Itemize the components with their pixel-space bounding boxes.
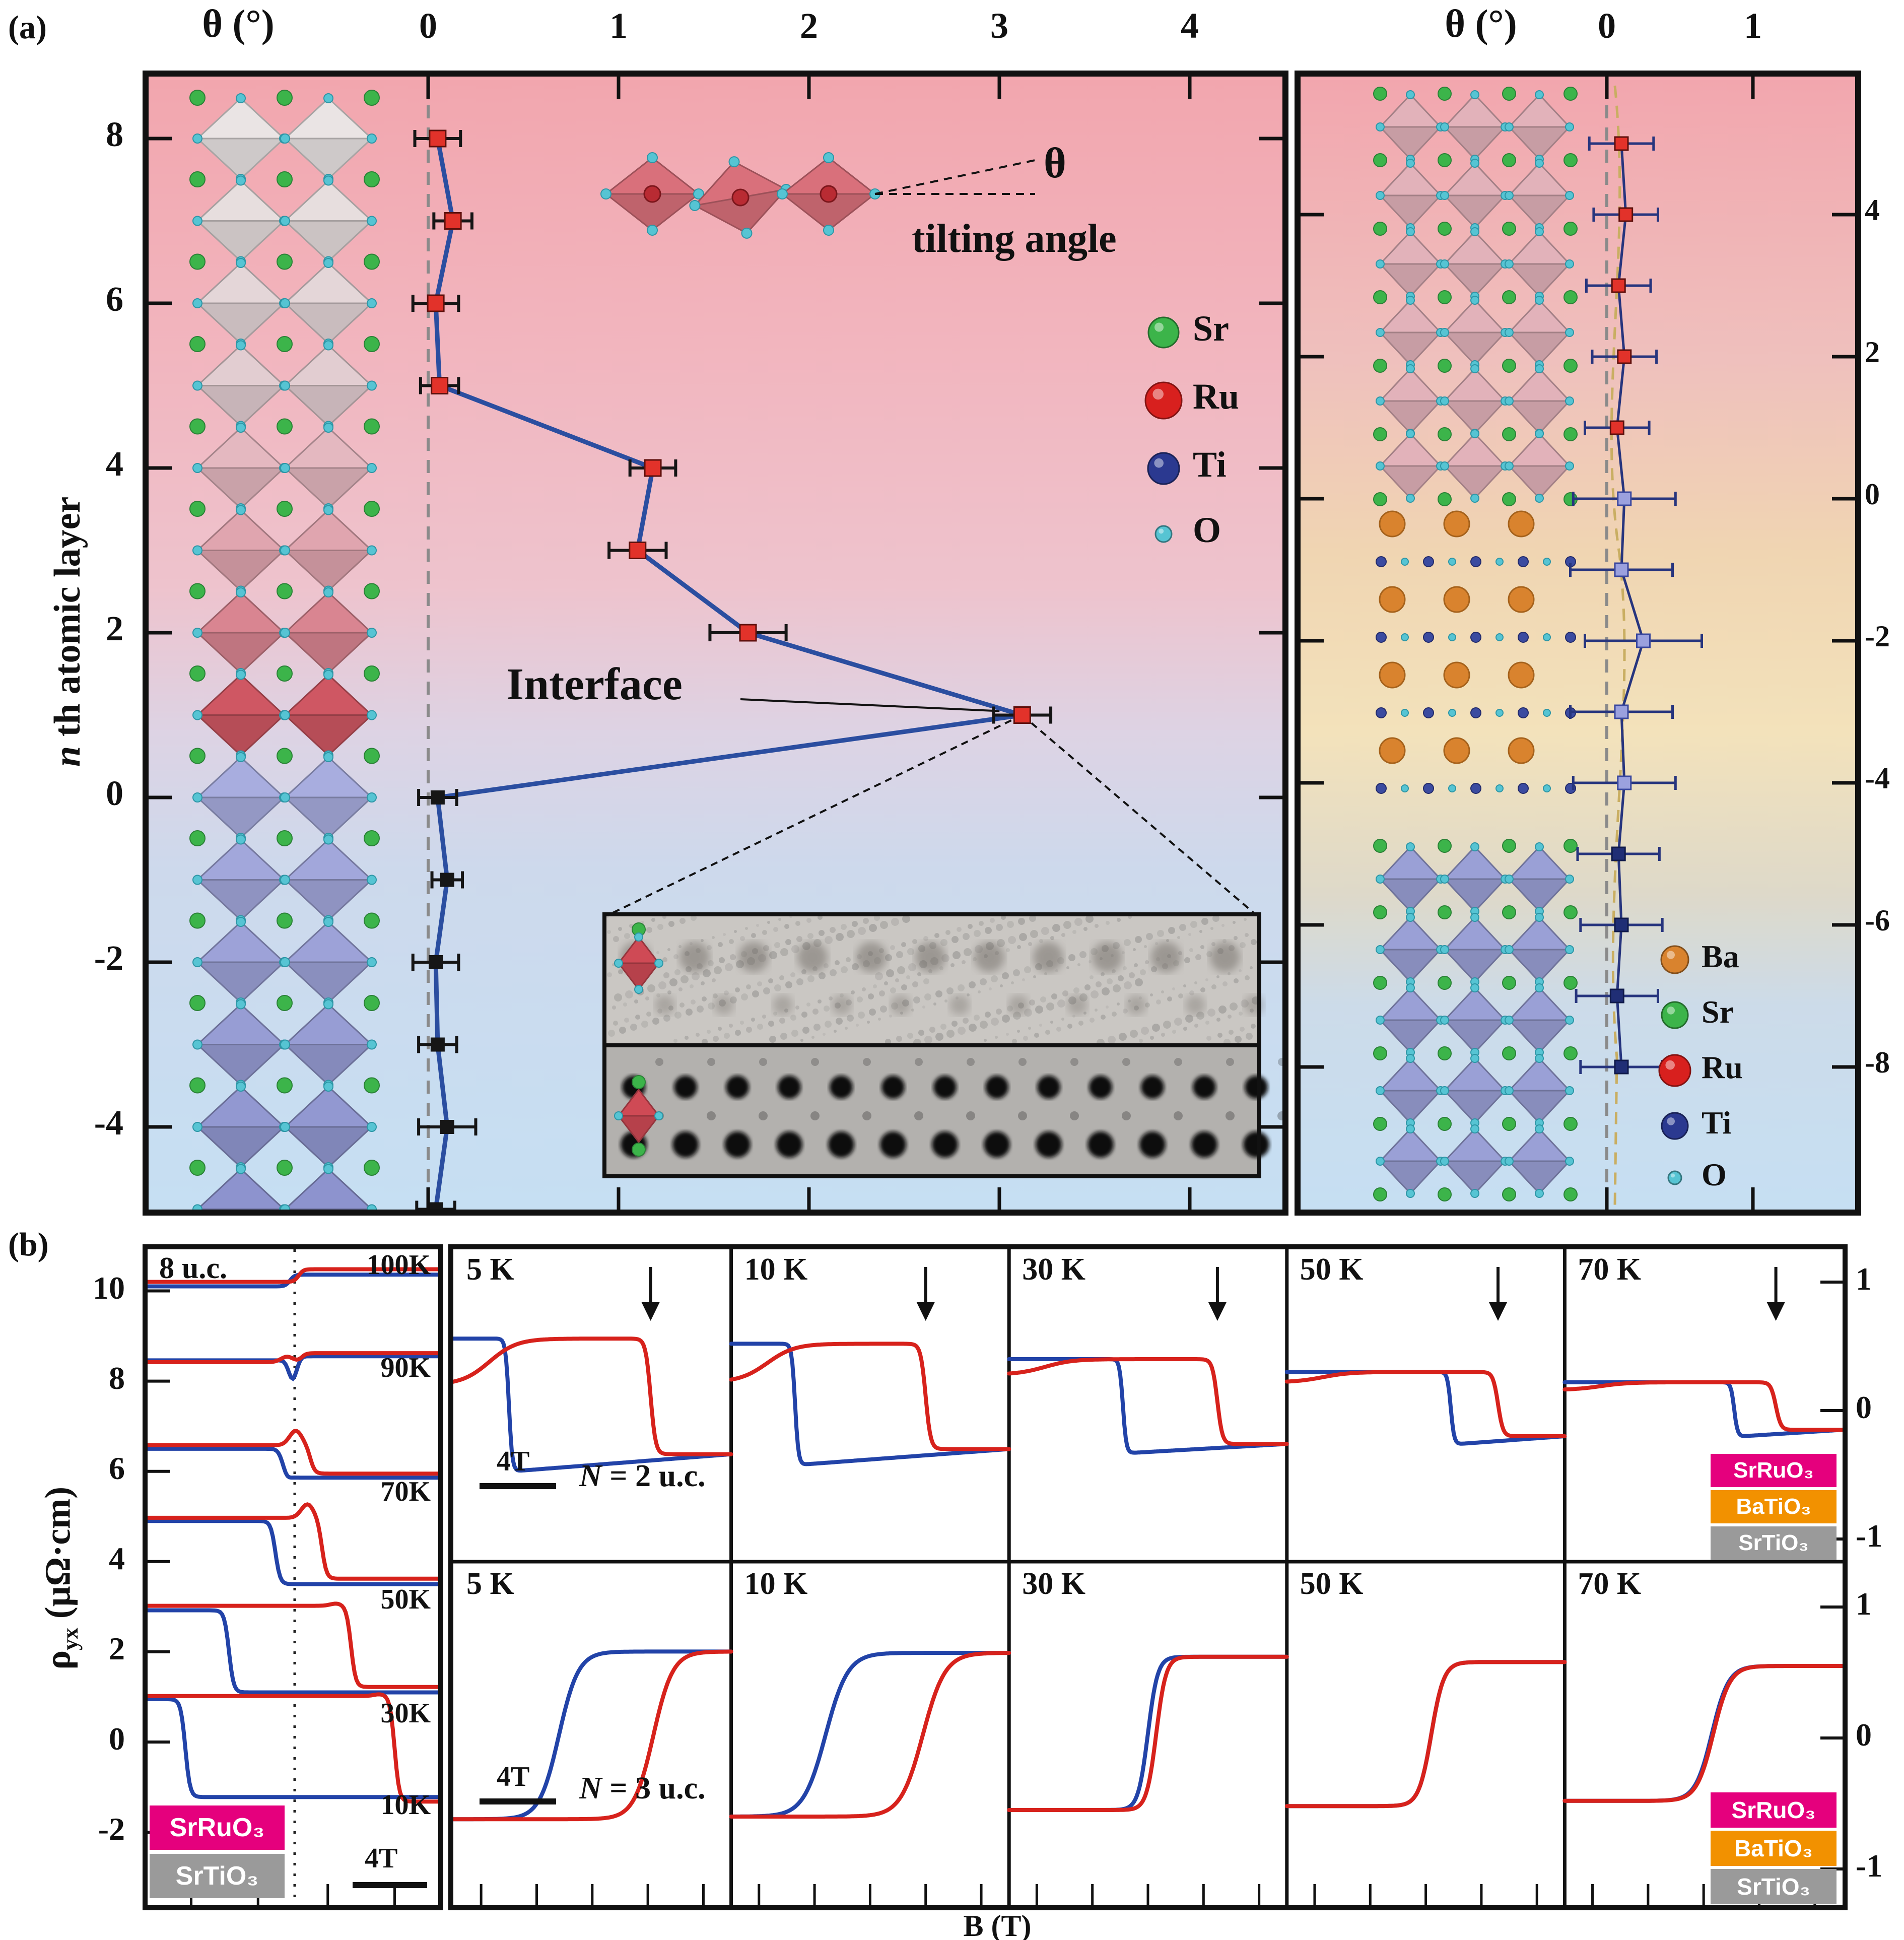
a-left-ytick-0: 0 <box>106 774 123 813</box>
a-right-ytick-2: 2 <box>1865 336 1880 369</box>
legend-b-left-SrTiO₃: SrTiO₃ <box>150 1854 285 1898</box>
panel-a-label: (a) <box>8 9 47 46</box>
temp-n3-10 K: 10 K <box>744 1567 808 1601</box>
b-right-top-ytick-1: 1 <box>1856 1261 1872 1297</box>
temp-8uc-90K: 90K <box>380 1352 431 1383</box>
axis-label-theta-right: θ (°) <box>1445 2 1517 45</box>
tilt-angle-caption: tilting angle <box>912 217 1117 261</box>
a-right-ytick-0: 0 <box>1865 478 1880 511</box>
panel-b-label: (b) <box>8 1226 49 1263</box>
b-left-ytick-2: 2 <box>109 1630 125 1666</box>
b-left-ytick-10: 10 <box>93 1269 125 1306</box>
interface-label: Interface <box>506 659 683 709</box>
rho-unit: (μΩ·cm) <box>37 1486 78 1628</box>
temp-n3-70 K: 70 K <box>1578 1567 1642 1601</box>
panel-a-left-box <box>143 71 1288 1216</box>
b-right-bot-ytick--1: -1 <box>1856 1848 1883 1884</box>
legend-a-right-Ti: Ti <box>1702 1105 1732 1141</box>
a-right-ytick--8: -8 <box>1865 1046 1890 1079</box>
b-right-bot-ytick-0: 0 <box>1856 1717 1872 1753</box>
n2-rest: = 2 u.c. <box>601 1459 706 1493</box>
panel-a-right-box <box>1295 71 1861 1216</box>
temp-n2-30 K: 30 K <box>1022 1252 1085 1287</box>
tilt-theta-symbol: θ <box>1044 139 1066 187</box>
a-right-ytick--2: -2 <box>1865 620 1890 653</box>
legend-a-left-Ti: Ti <box>1193 444 1227 485</box>
temp-8uc-30K: 30K <box>380 1698 431 1729</box>
legend-b-n3-SrTiO₃: SrTiO₃ <box>1711 1869 1837 1904</box>
temp-8uc-100K: 100K <box>366 1249 431 1281</box>
n2-label: N = 2 u.c. <box>579 1459 706 1493</box>
a-left-ytick-2: 2 <box>106 610 123 648</box>
axis-label-B: B (T) <box>963 1909 1032 1940</box>
b-left-ytick-6: 6 <box>109 1450 125 1486</box>
legend-a-left-Ru: Ru <box>1193 376 1240 417</box>
rho-symbol: ρ <box>37 1650 78 1670</box>
a-left-ytick-4: 4 <box>106 445 123 484</box>
scalebar-label-n2: 4T <box>497 1446 530 1477</box>
a-right-ytick--6: -6 <box>1865 904 1890 937</box>
b-left-ytick-8: 8 <box>109 1360 125 1396</box>
a-left-xtick-3: 3 <box>990 6 1008 46</box>
temp-n2-70 K: 70 K <box>1578 1252 1642 1287</box>
legend-a-right-O: O <box>1702 1157 1727 1192</box>
legend-b-n2-SrRuO₃: SrRuO₃ <box>1711 1454 1837 1487</box>
a-left-xtick-4: 4 <box>1181 6 1199 46</box>
temp-8uc-70K: 70K <box>380 1476 431 1507</box>
temp-n2-50 K: 50 K <box>1300 1252 1364 1287</box>
a-left-ytick-6: 6 <box>106 280 123 319</box>
b-left-ytick-0: 0 <box>109 1721 125 1757</box>
a-right-xtick-1: 1 <box>1744 6 1762 46</box>
a-left-xtick-1: 1 <box>609 6 628 46</box>
b-right-top-ytick--1: -1 <box>1856 1518 1883 1554</box>
a-left-ytick--4: -4 <box>94 1104 123 1143</box>
legend-b-left-SrRuO₃: SrRuO₃ <box>150 1805 285 1850</box>
scalebar-label-n3: 4T <box>497 1761 530 1792</box>
b-right-bot-ytick-1: 1 <box>1856 1586 1872 1622</box>
b-left-ytick-4: 4 <box>109 1540 125 1576</box>
a-left-xtick-2: 2 <box>800 6 818 46</box>
temp-n3-5 K: 5 K <box>466 1567 514 1601</box>
legend-a-right-Sr: Sr <box>1702 994 1734 1030</box>
a-right-xtick-0: 0 <box>1598 6 1616 46</box>
a-left-xtick-0: 0 <box>419 6 437 46</box>
axis-label-theta-left: θ (°) <box>202 2 275 45</box>
b-right-top-ytick-0: 0 <box>1856 1389 1872 1425</box>
n3-label: N = 3 u.c. <box>579 1772 706 1805</box>
temp-n3-30 K: 30 K <box>1022 1567 1085 1601</box>
n3-italic: N <box>579 1771 602 1805</box>
a-right-ytick-4: 4 <box>1865 193 1880 227</box>
axis-label-rho: ρyx (μΩ·cm) <box>37 1382 82 1775</box>
legend-a-right-Ba: Ba <box>1702 939 1739 974</box>
a-right-ytick--4: -4 <box>1865 762 1890 795</box>
legend-a-left-Sr: Sr <box>1193 308 1229 349</box>
legend-a-left-O: O <box>1193 510 1221 550</box>
temp-n2-5 K: 5 K <box>466 1252 514 1287</box>
legend-b-n2-BaTiO₃: BaTiO₃ <box>1711 1490 1837 1523</box>
legend-b-n3-BaTiO₃: BaTiO₃ <box>1711 1831 1837 1866</box>
scalebar-label-8uc: 4T <box>365 1843 398 1874</box>
b-left-ytick--2: -2 <box>98 1811 125 1847</box>
legend-a-right-Ru: Ru <box>1702 1049 1743 1085</box>
temp-8uc-50K: 50K <box>380 1584 431 1615</box>
a-left-ytick-8: 8 <box>106 115 123 154</box>
legend-b-n3-SrRuO₃: SrRuO₃ <box>1711 1792 1837 1828</box>
n3-rest: = 3 u.c. <box>601 1771 706 1805</box>
n2-italic: N <box>579 1459 602 1493</box>
atomic-layer-italic-n: n <box>47 746 89 767</box>
sample-8uc-label: 8 u.c. <box>159 1251 227 1285</box>
temp-8uc-10K: 10K <box>380 1789 431 1821</box>
temp-n2-10 K: 10 K <box>744 1252 808 1287</box>
temp-n3-50 K: 50 K <box>1300 1567 1364 1601</box>
a-left-ytick--2: -2 <box>94 939 123 978</box>
legend-b-n2-SrTiO₃: SrTiO₃ <box>1711 1526 1837 1560</box>
